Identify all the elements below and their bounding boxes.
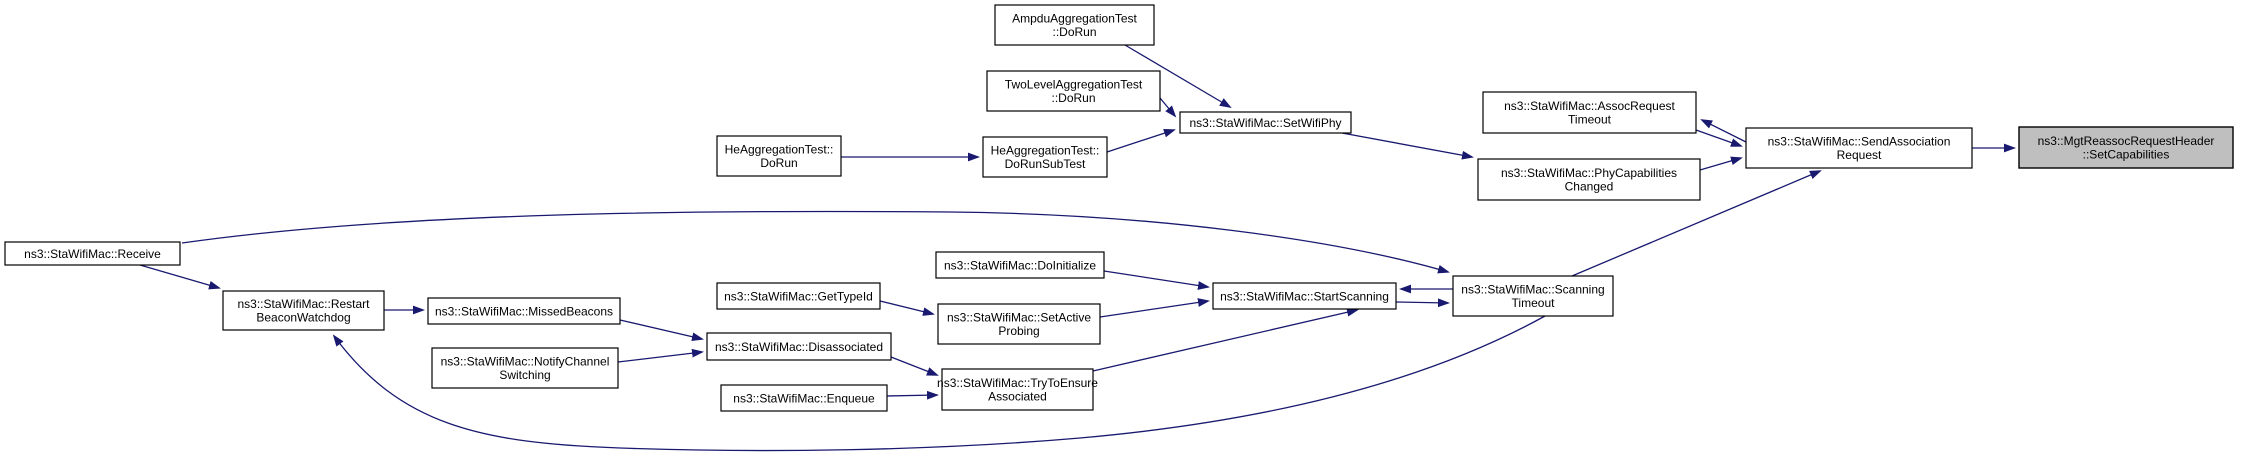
nodes-layer: AmpduAggregationTest::DoRunTwoLevelAggre… <box>4 4 2234 412</box>
node-label-setactive-probing-line2: Probing <box>998 324 1039 338</box>
node-label-scanning-timeout-line1: ns3::StaWifiMac::Scanning <box>1461 283 1604 297</box>
edge-notifychannel-switching-to-disassociated <box>617 348 704 363</box>
edge-he-dorunsubtest-to-setwifiphy <box>1106 128 1176 153</box>
node-label-setcapabilities-line1: ns3::MgtReassocRequestHeader <box>2038 134 2215 148</box>
node-label-notifychannel-switching-line1: ns3::StaWifiMac::NotifyChannel <box>441 355 610 369</box>
node-box-setactive-probing[interactable] <box>937 303 1101 345</box>
node-box-notifychannel-switching[interactable] <box>431 347 619 389</box>
node-label-missed-beacons-line1: ns3::StaWifiMac::MissedBeacons <box>435 304 613 318</box>
node-box-scanning-timeout[interactable] <box>1452 275 1614 317</box>
node-box-assocrequest-timeout[interactable] <box>1482 91 1697 134</box>
node-box-phycapabilities-changed[interactable] <box>1477 158 1701 201</box>
node-label-phycapabilities-changed-line2: Changed <box>1565 180 1614 194</box>
node-box-setcapabilities[interactable] <box>2018 126 2234 169</box>
node-startscanning[interactable]: ns3::StaWifiMac::StartScanning <box>1212 282 1397 310</box>
node-label-setcapabilities-line2: ::SetCapabilities <box>2083 148 2170 162</box>
node-gettypeid[interactable]: ns3::StaWifiMac::GetTypeId <box>716 282 881 310</box>
edge-enqueue-to-trytoensure-associated <box>886 390 939 400</box>
node-label-twolevel-dorun-line2: ::DoRun <box>1051 91 1095 105</box>
node-box-he-dorunsubtest[interactable] <box>982 136 1108 178</box>
node-label-sendassociation-request-line2: Request <box>1837 148 1882 162</box>
edge-gettypeid-to-setactive-probing <box>879 300 935 316</box>
node-label-twolevel-dorun-line1: TwoLevelAggregationTest <box>1005 78 1143 92</box>
node-label-he-dorunsubtest-line1: HeAggregationTest:: <box>991 144 1100 158</box>
edges-layer <box>139 44 2016 452</box>
edge-phycapabilities-changed-to-sendassociation-request <box>1699 156 1743 171</box>
node-label-restart-beaconwatchdog-line1: ns3::StaWifiMac::Restart <box>237 297 370 311</box>
edge-trytoensure-associated-to-startscanning <box>1092 307 1359 372</box>
node-setwifiphy[interactable]: ns3::StaWifiMac::SetWifiPhy <box>1179 111 1352 134</box>
node-label-setactive-probing-line1: ns3::StaWifiMac::SetActive <box>947 311 1091 325</box>
node-label-ampdu-dorun-line2: ::DoRun <box>1052 25 1096 39</box>
node-disassociated[interactable]: ns3::StaWifiMac::Disassociated <box>706 332 892 361</box>
node-label-he-dorun-line2: DoRun <box>760 156 797 170</box>
node-label-sendassociation-request-line1: ns3::StaWifiMac::SendAssociation <box>1768 135 1951 149</box>
edge-ampdu-dorun-to-setwifiphy <box>1124 44 1232 109</box>
edge-setwifiphy-to-phycapabilities-changed <box>1341 132 1474 160</box>
edge-assocrequest-timeout-to-sendassociation-request <box>1695 129 1743 147</box>
edge-sendassociation-request-to-assocrequest-timeout <box>1700 119 1747 143</box>
edge-doinitialize-to-startscanning <box>1103 270 1210 290</box>
node-missed-beacons[interactable]: ns3::StaWifiMac::MissedBeacons <box>427 297 621 325</box>
edge-scanning-timeout-to-sendassociation-request <box>1571 170 1822 277</box>
node-label-scanning-timeout-line2: Timeout <box>1512 296 1556 310</box>
node-label-trytoensure-associated-line2: Associated <box>988 390 1047 404</box>
node-box-disassociated[interactable] <box>706 332 892 361</box>
node-label-disassociated-line1: ns3::StaWifiMac::Disassociated <box>715 340 883 354</box>
node-label-trytoensure-associated-line1: ns3::StaWifiMac::TryToEnsure <box>937 376 1098 390</box>
edge-startscanning-to-scanning-timeout <box>1395 298 1450 308</box>
node-label-startscanning-line1: ns3::StaWifiMac::StartScanning <box>1220 289 1389 303</box>
edge-receive-to-restart-beaconwatchdog <box>139 264 221 290</box>
edge-scanning-timeout-to-restart-beaconwatchdog <box>332 315 1546 452</box>
edge-missed-beacons-to-disassociated <box>619 319 704 342</box>
node-box-twolevel-dorun[interactable] <box>986 70 1161 112</box>
edge-twolevel-dorun-to-setwifiphy <box>1159 97 1177 118</box>
node-label-he-dorun-line1: HeAggregationTest:: <box>725 143 834 157</box>
node-box-restart-beaconwatchdog[interactable] <box>222 290 385 331</box>
edge-receive-to-scanning-timeout <box>181 210 1450 274</box>
node-box-doinitialize[interactable] <box>935 251 1105 279</box>
node-box-trytoensure-associated[interactable] <box>941 368 1094 411</box>
node-label-he-dorunsubtest-line2: DoRunSubTest <box>1005 157 1086 171</box>
node-box-startscanning[interactable] <box>1212 282 1397 310</box>
node-label-ampdu-dorun-line1: AmpduAggregationTest <box>1012 12 1137 26</box>
node-box-ampdu-dorun[interactable] <box>994 4 1155 46</box>
node-he-dorun[interactable]: HeAggregationTest::DoRun <box>716 135 842 177</box>
node-label-phycapabilities-changed-line1: ns3::StaWifiMac::PhyCapabilities <box>1501 166 1677 180</box>
node-box-gettypeid[interactable] <box>716 282 881 310</box>
edge-disassociated-to-trytoensure-associated <box>890 356 939 376</box>
node-label-enqueue-line1: ns3::StaWifiMac::Enqueue <box>733 391 875 405</box>
node-label-assocrequest-timeout-line1: ns3::StaWifiMac::AssocRequest <box>1504 99 1675 113</box>
node-doinitialize[interactable]: ns3::StaWifiMac::DoInitialize <box>935 251 1105 279</box>
node-label-assocrequest-timeout-line2: Timeout <box>1568 113 1612 127</box>
node-receive[interactable]: ns3::StaWifiMac::Receive <box>4 241 181 266</box>
node-label-setwifiphy-line1: ns3::StaWifiMac::SetWifiPhy <box>1189 116 1341 130</box>
node-label-gettypeid-line1: ns3::StaWifiMac::GetTypeId <box>724 289 873 303</box>
node-box-enqueue[interactable] <box>720 384 888 412</box>
node-label-restart-beaconwatchdog-line2: BeaconWatchdog <box>256 311 350 325</box>
node-he-dorunsubtest[interactable]: HeAggregationTest::DoRunSubTest <box>982 136 1108 178</box>
node-setcapabilities[interactable]: ns3::MgtReassocRequestHeader::SetCapabil… <box>2018 126 2234 169</box>
node-box-he-dorun[interactable] <box>716 135 842 177</box>
node-label-receive-line1: ns3::StaWifiMac::Receive <box>24 247 161 261</box>
node-box-sendassociation-request[interactable] <box>1745 127 1973 169</box>
node-box-receive[interactable] <box>4 241 181 266</box>
node-twolevel-dorun[interactable]: TwoLevelAggregationTest::DoRun <box>986 70 1161 112</box>
node-box-missed-beacons[interactable] <box>427 297 621 325</box>
edge-setactive-probing-to-startscanning <box>1099 298 1210 318</box>
node-label-notifychannel-switching-line2: Switching <box>499 368 550 382</box>
node-enqueue[interactable]: ns3::StaWifiMac::Enqueue <box>720 384 888 412</box>
node-box-setwifiphy[interactable] <box>1179 111 1352 134</box>
node-label-doinitialize-line1: ns3::StaWifiMac::DoInitialize <box>944 258 1096 272</box>
node-ampdu-dorun[interactable]: AmpduAggregationTest::DoRun <box>994 4 1155 46</box>
